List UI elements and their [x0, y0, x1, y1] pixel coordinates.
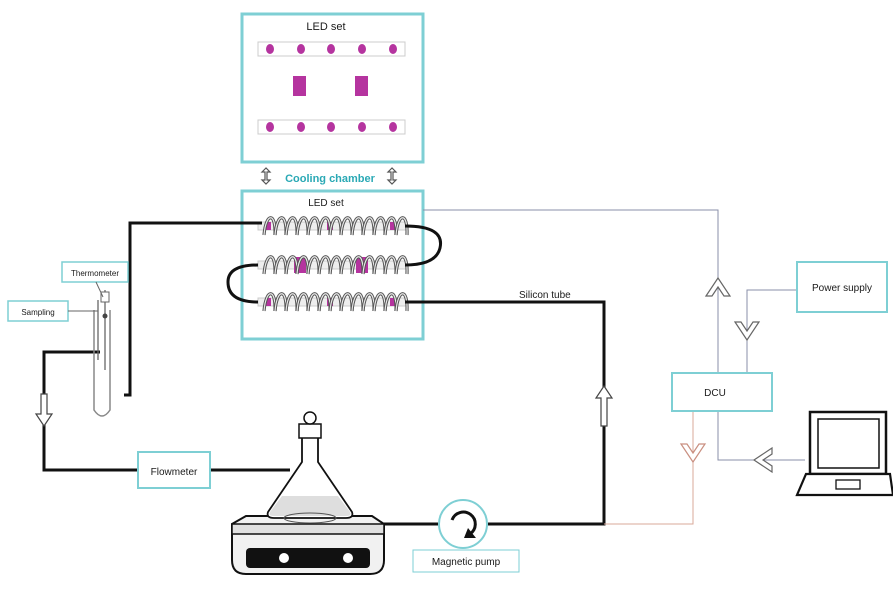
cooling-chamber-label: Cooling chamber [285, 173, 376, 185]
dcu-label: DCU [704, 388, 726, 399]
erlenmeyer-flask [266, 411, 354, 524]
coil-loop-highlight [395, 256, 408, 275]
led-panel-top: LED set [240, 12, 425, 164]
magnetic-stirrer [231, 515, 385, 575]
double-arrow-icon-left [260, 167, 272, 185]
magnetic-pump: Magnetic pump [412, 499, 520, 573]
coil-led [390, 298, 396, 306]
knob-icon-right [343, 553, 353, 563]
thermometer-label: Thermometer [71, 269, 119, 278]
led-panel-top-label: LED set [306, 21, 345, 33]
power-supply-label: Power supply [812, 283, 872, 294]
flowmeter-box: Flowmeter [137, 451, 211, 489]
chevron-up-icon [704, 276, 732, 297]
test-tube [93, 290, 111, 417]
chevron-left-icon-laptop [752, 446, 773, 474]
led-chip-left [293, 76, 306, 96]
flow-arrow-icon-down [34, 393, 54, 428]
chevron-down-icon-power [733, 321, 761, 342]
thermometer-label-box: Thermometer [61, 261, 129, 283]
coil-reactor-label: LED set [308, 198, 344, 209]
coil-led [265, 298, 271, 306]
led-row-lower [266, 122, 397, 132]
silicon-tube-label: Silicon tube [519, 290, 571, 301]
coil-led [265, 222, 271, 230]
heat-wiring [604, 411, 694, 525]
sampling-label: Sampling [21, 308, 54, 317]
rotate-icon [450, 510, 477, 538]
coil-loop-highlight [395, 293, 408, 312]
coil-loop-highlight [395, 217, 408, 236]
flowmeter-label: Flowmeter [151, 467, 198, 478]
flow-arrow-icon-up [594, 384, 614, 427]
double-arrow-icon-right [386, 167, 398, 185]
coil-reactor-panel: LED set [240, 189, 425, 341]
chevron-down-icon-pump [679, 443, 707, 464]
coil-led [390, 222, 396, 230]
power-supply-box: Power supply [796, 261, 888, 313]
magnetic-pump-label: Magnetic pump [432, 557, 501, 568]
led-chip-right [355, 76, 368, 96]
dcu-box: DCU [671, 372, 773, 412]
led-row-upper [266, 44, 397, 54]
laptop-icon [795, 410, 893, 497]
sampling-label-box: Sampling [7, 300, 69, 322]
signal-wiring [423, 209, 805, 461]
knob-icon-left [279, 553, 289, 563]
